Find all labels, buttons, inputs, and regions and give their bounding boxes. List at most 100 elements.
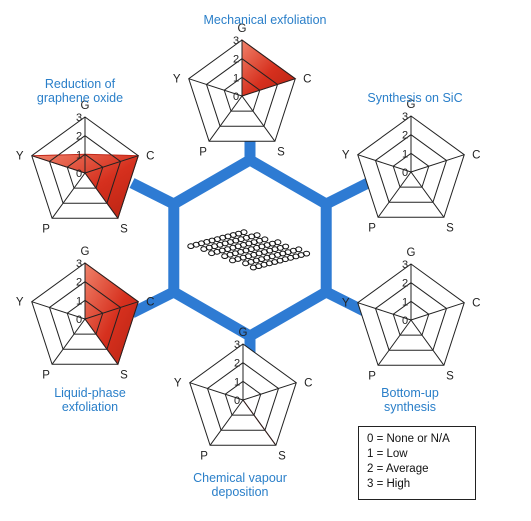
radar-spoke (242, 382, 297, 401)
graphene-cell (282, 243, 290, 250)
connector-spoke (129, 178, 177, 209)
radar-spoke (31, 155, 86, 174)
title-line: Synthesis on SiC (367, 91, 463, 105)
title-line: Bottom-up (381, 386, 439, 400)
radar-spoke (410, 154, 465, 173)
graphene-cell (302, 250, 311, 257)
radar-tick-label: 3 (76, 112, 82, 124)
radar-grid-ring (357, 115, 465, 218)
title-line: exfoliation (61, 400, 119, 414)
radar-tick-label: 1 (76, 149, 82, 161)
radar-spoke (84, 318, 119, 365)
title-mechanical-exfoliation: Mechanical exfoliation (170, 13, 360, 27)
radar-spoke (84, 301, 139, 320)
radar-tick-label: 1 (233, 72, 239, 84)
legend-item: 0 = None or N/A (367, 433, 450, 445)
title-line: Reduction of (44, 77, 116, 91)
radar-tick-label: 1 (234, 376, 240, 388)
radar-axis-label-s: S (120, 369, 128, 381)
radar-spoke (84, 172, 119, 219)
radar-tick-label: 1 (402, 148, 408, 160)
radar-axis-label-c: C (472, 298, 480, 310)
radar-axis-label-y: Y (174, 378, 182, 390)
hexagon-connectors (129, 140, 371, 355)
radar-spoke (357, 302, 412, 321)
title-line: Liquid-phase (54, 386, 126, 400)
radar-axis-label-p: P (368, 370, 376, 382)
graphene-sheet-icon (187, 229, 311, 271)
radar-axis-label-g: G (81, 246, 90, 258)
graphene-cell (295, 246, 303, 253)
connector-spoke (129, 287, 177, 318)
radar-tick-label: 2 (402, 278, 408, 290)
radar-axis-label-p: P (42, 369, 50, 381)
radar-tick-label: 0 (76, 168, 82, 180)
radar-axis-label-p: P (200, 450, 208, 462)
radar-grid-ring (224, 380, 262, 416)
title-line: deposition (211, 485, 269, 499)
radar-grid-ring (66, 153, 104, 189)
radar-tick-label: 3 (234, 339, 240, 351)
radar-axis-label-c: C (146, 151, 154, 163)
radar-spoke (410, 171, 445, 218)
radar-tick-label: 2 (233, 54, 239, 66)
radar-grid-ring (392, 300, 430, 336)
radar-tick-label: 2 (402, 130, 408, 142)
radar-grid-ring (223, 76, 261, 112)
graphene-cell (274, 239, 282, 246)
radar-axis-label-y: Y (342, 150, 350, 162)
radar-grid-ring (48, 281, 122, 350)
radar-spoke (241, 95, 276, 142)
legend-item: 3 = High (367, 478, 411, 490)
radar-tick-label: 2 (234, 358, 240, 370)
radar-tick-label: 3 (76, 258, 82, 270)
radar-tick-label: 0 (402, 167, 408, 179)
radar-tick-label: 1 (76, 295, 82, 307)
title-bottom-up-synthesis: Bottom-up synthesis (360, 386, 460, 414)
radar-axis-label-p: P (42, 223, 50, 235)
radar-grid-ring (206, 362, 280, 431)
graphene-cell (240, 229, 248, 236)
radar-axis-label-y: Y (342, 298, 350, 310)
radar-axis-label-y: Y (16, 151, 24, 163)
radar-axis-label-s: S (446, 222, 454, 234)
graphene-cell (253, 232, 261, 239)
radar-tick-label: 0 (402, 315, 408, 327)
radar-grid-ring (48, 135, 122, 204)
radar-spoke (357, 154, 412, 173)
radar-spoke (51, 172, 86, 219)
radar-axis-label-c: C (472, 150, 480, 162)
radar-axis-label-s: S (277, 146, 285, 158)
legend-item: 1 = Low (367, 448, 408, 460)
radar-spoke (410, 319, 445, 366)
radar-spoke (189, 382, 244, 401)
radar-grid-ring (189, 343, 297, 446)
radar-axis-label-s: S (120, 223, 128, 235)
title-synthesis-on-sic: Synthesis on SiC (350, 91, 480, 105)
radar-spoke (31, 301, 86, 320)
radar-tick-label: 0 (76, 314, 82, 326)
radar-spoke (209, 399, 244, 446)
radar-axis-label-c: C (304, 378, 312, 390)
title-line: Mechanical exfoliation (203, 13, 327, 27)
radar-grid-ring (357, 263, 465, 366)
radar-axis-label-g: G (407, 99, 416, 111)
radar-axis-label-c: C (146, 297, 154, 309)
title-line: Chemical vapour (193, 471, 287, 485)
radar-spoke (188, 78, 243, 97)
radar-grid-ring (188, 39, 296, 142)
radar-axis-label-s: S (446, 370, 454, 382)
radar-tick-label: 3 (402, 259, 408, 271)
radar-grid-ring (205, 58, 279, 127)
title-reduction-of-graphene-oxide: Reduction of graphene oxide (20, 77, 140, 105)
connector-spoke (323, 178, 371, 209)
radar-axis-label-y: Y (16, 297, 24, 309)
title-line: synthesis (383, 400, 437, 414)
radar-axis-label-s: S (278, 450, 286, 462)
